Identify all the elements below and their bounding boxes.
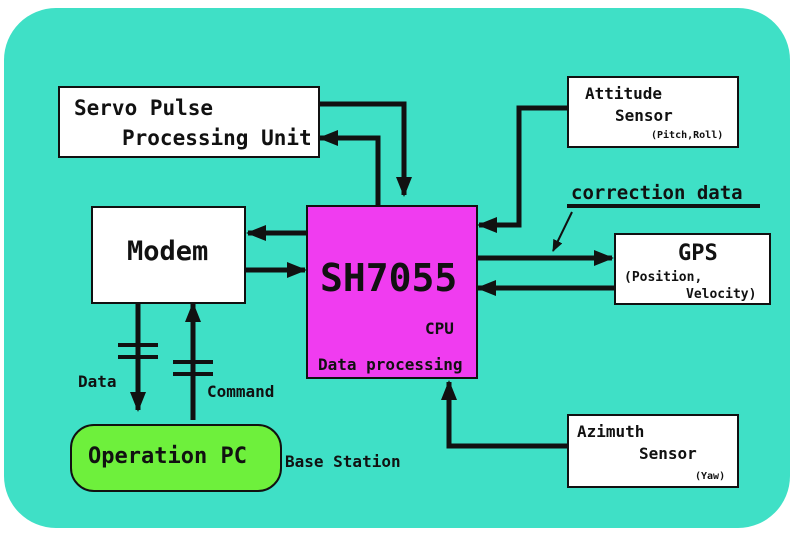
servo-label-line1: Servo Pulse [74, 96, 214, 120]
azimuth-to-cpu-arrow [441, 380, 567, 449]
attitude-label-line2: Sensor [615, 106, 673, 125]
gps-label: GPS [678, 241, 718, 266]
attitude-detail: (Pitch,Roll) [651, 130, 724, 141]
operation-pc-label: Operation PC [88, 444, 247, 469]
attitude-to-cpu-arrow [477, 105, 567, 233]
base-station-caption: Base Station [285, 452, 401, 471]
cpu-name: SH7055 [320, 256, 458, 300]
cpu-block: SH7055 CPU Data processing [306, 205, 478, 379]
correction-data-pointer [552, 211, 573, 252]
azimuth-sensor-block: Azimuth Sensor (Yaw) [567, 414, 739, 488]
azimuth-detail: (Yaw) [695, 471, 726, 482]
cpu-unit-label: CPU [425, 319, 454, 338]
operation-pc-block: Operation PC [70, 424, 282, 492]
azimuth-label-line2: Sensor [639, 444, 697, 463]
data-link-capacitor-symbol [118, 343, 158, 359]
gps-detail-line1: (Position, [624, 270, 703, 285]
command-link-label: Command [207, 382, 275, 401]
cpu-role-label: Data processing [318, 355, 463, 374]
modem-block: Modem [91, 206, 246, 304]
servo-to-cpu-arrow [318, 101, 412, 197]
servo-label-line2: Processing Unit [122, 126, 312, 150]
attitude-label-line1: Attitude [585, 84, 663, 103]
attitude-sensor-block: Attitude Sensor (Pitch,Roll) [567, 76, 739, 148]
servo-pulse-processing-unit: Servo Pulse Processing Unit [58, 86, 320, 158]
correction-data-label: correction data [571, 182, 743, 204]
command-link-capacitor-symbol [173, 360, 213, 376]
data-link-label: Data [78, 372, 117, 391]
gps-block: GPS (Position, Velocity) [614, 233, 771, 305]
gps-detail-line2: Velocity) [686, 287, 757, 302]
cpu-to-servo-arrow [318, 130, 381, 207]
modem-label: Modem [127, 236, 209, 267]
azimuth-label-line1: Azimuth [577, 422, 645, 441]
